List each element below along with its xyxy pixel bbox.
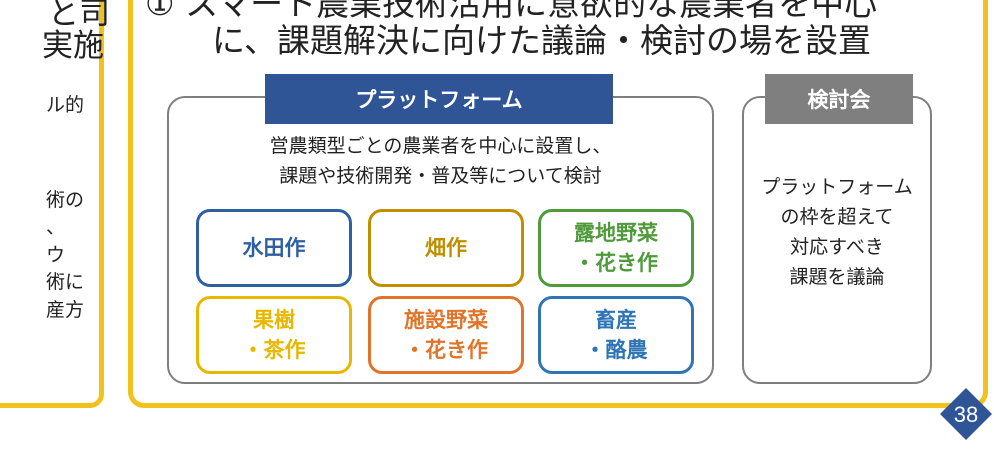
category-label: 水田作 (242, 236, 306, 260)
page-number: 38 (954, 402, 978, 427)
category-greenhouse-vegetables: 施設野菜 ・花き作 (368, 296, 524, 374)
review-description: プラットフォーム の枠を超えて 対応すべき 課題を議論 (742, 172, 932, 292)
category-fruit-tea: 果樹 ・茶作 (196, 296, 352, 374)
left-panel-text: ウ (46, 244, 66, 266)
category-label: ・花き作 (404, 338, 488, 362)
left-panel (0, 0, 104, 408)
heading-line-1: ① スマート農業技術活用に意欲的な農業者を中心 (145, 0, 878, 23)
review-desc-line: 対応すべき (790, 236, 884, 258)
diamond-icon (940, 388, 992, 440)
left-panel-text: 産方 (46, 299, 85, 321)
platform-desc-line: 営農類型ごとの農業者を中心に設置し、 (269, 135, 612, 157)
left-panel-text: 、 (46, 216, 66, 238)
review-desc-line: の枠を超えて (780, 206, 894, 228)
left-panel-text: と司 (48, 0, 110, 32)
category-label: ・茶作 (242, 338, 306, 362)
review-desc-line: 課題を議論 (789, 266, 885, 288)
heading-line-2: に、課題解決に向けた議論・検討の場を設置 (212, 21, 872, 60)
review-title: 検討会 (765, 74, 913, 124)
left-panel-text: ル的 (46, 94, 85, 116)
left-panel-text: 術の (46, 189, 85, 211)
platform-title: プラットフォーム (265, 74, 613, 124)
left-panel-text: 術に (46, 271, 85, 293)
category-label: ・酪農 (584, 338, 648, 362)
category-livestock-dairy: 畜産 ・酪農 (538, 296, 694, 374)
category-label: 果樹 (253, 308, 295, 332)
platform-desc-line: 課題や技術開発・普及等について検討 (279, 165, 602, 187)
main-panel (128, 0, 988, 408)
category-label: 施設野菜 (404, 308, 488, 332)
category-label: 露地野菜 (574, 221, 658, 245)
category-open-field-vegetables: 露地野菜 ・花き作 (538, 209, 694, 287)
category-label: ・花き作 (574, 251, 658, 275)
category-label: 畜産 (595, 308, 637, 332)
left-panel-text: 実施 (42, 28, 104, 64)
category-label: 畑作 (425, 236, 467, 260)
category-paddy-rice: 水田作 (196, 209, 352, 287)
category-upland-crops: 畑作 (368, 209, 524, 287)
page-number-badge: 38 (940, 388, 992, 440)
review-desc-line: プラットフォーム (761, 176, 913, 198)
platform-description: 営農類型ごとの農業者を中心に設置し、 課題や技術開発・普及等について検討 (167, 131, 714, 191)
